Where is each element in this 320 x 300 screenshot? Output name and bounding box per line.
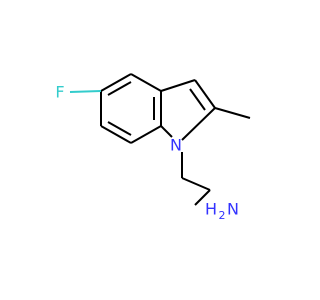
bond-c5-f: [69, 90, 102, 93]
bond-c4-c5: [100, 73, 132, 92]
bond-inner-c4-c5: [107, 81, 132, 96]
bond-c3a-c3: [160, 79, 196, 92]
bond-c7-c7a: [130, 125, 162, 144]
bond-ch2-n: [194, 189, 211, 206]
bond-c2-n1: [181, 107, 216, 141]
bond-c2-methyl: [214, 107, 251, 119]
ring-nitrogen-label: N: [170, 136, 182, 155]
bond-inner-c6-c7: [107, 121, 132, 136]
amine-h-subscript: 2: [219, 209, 226, 222]
bond-c6-c7: [100, 125, 132, 144]
molecule-diagram: F N H 2 N: [55, 73, 251, 222]
amine-h-label: H: [205, 200, 217, 219]
bond-ch2-ch2: [181, 177, 211, 191]
fluorine-label: F: [55, 83, 64, 102]
amine-n-label: N: [227, 200, 239, 219]
bond-c3a-c4: [130, 73, 162, 92]
bond-inner-c3-c2: [189, 88, 206, 111]
molecule-structure: F N H 2 N: [55, 73, 251, 222]
bond-c3-c2: [194, 79, 216, 109]
bond-n1-c7a: [160, 125, 173, 138]
